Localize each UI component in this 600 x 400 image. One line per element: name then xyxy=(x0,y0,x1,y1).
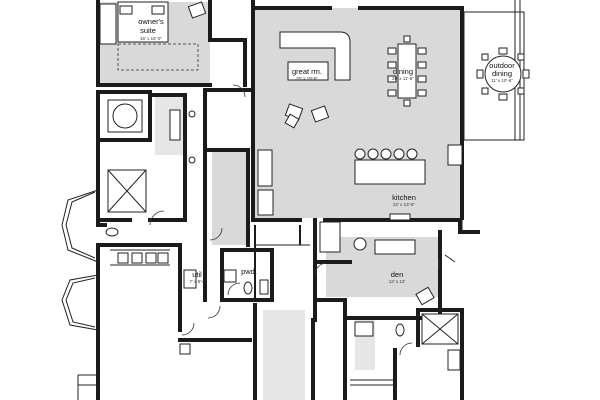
outdoor-dining-label-line2: dining xyxy=(492,69,512,78)
kitchen-dims: 22' x 13'-6" xyxy=(393,202,415,207)
great-room-dims: 25' x 19'-6" xyxy=(296,76,318,81)
lower-fixtures xyxy=(179,269,461,371)
walls xyxy=(96,0,480,400)
util-label: util xyxy=(192,270,202,279)
great-room-furniture xyxy=(279,31,351,129)
owners-suite-label-line2: suite xyxy=(140,26,156,35)
thin-lines xyxy=(110,218,463,386)
outdoor-dining-label-line1: outdoor xyxy=(489,61,515,70)
bathroom-fixtures xyxy=(105,99,196,264)
dining-set xyxy=(387,35,427,107)
owners-suite-dims: 16' x 15'-0" xyxy=(140,36,162,41)
den-label: den xyxy=(391,270,404,279)
outdoor-dining-table xyxy=(476,47,530,101)
outdoor-dining-dims: 11' x 10'-6" xyxy=(491,78,513,83)
door-swings xyxy=(149,84,441,356)
den-furniture xyxy=(353,237,456,306)
pwd-label: pwd. xyxy=(241,267,257,276)
util-dims: 7' x 8'-6" xyxy=(189,279,206,284)
owners-suite-label-line1: owner's xyxy=(138,17,164,26)
kitchen-label: kitchen xyxy=(392,193,416,202)
great-room-label: great rm. xyxy=(292,67,322,76)
den-dims: 12' x 12' xyxy=(389,279,406,284)
owners-suite-furniture xyxy=(99,1,207,71)
dining-dims: 20' x 11'-6" xyxy=(392,76,414,81)
kitchen-fixtures xyxy=(257,144,463,253)
room-labels: owner's suite 16' x 15'-0" great rm. 25'… xyxy=(138,17,515,284)
dining-label: dining xyxy=(393,67,413,76)
bay-window xyxy=(61,189,100,400)
